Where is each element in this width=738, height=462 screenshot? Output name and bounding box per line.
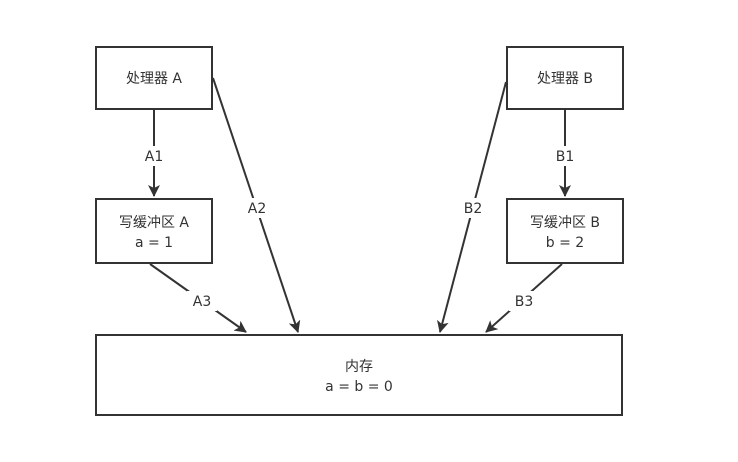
- write-buffer-b-title: 写缓冲区 B: [530, 215, 600, 231]
- edge-a1: A1: [140, 110, 170, 197]
- edge-a3: A3: [149, 263, 247, 333]
- write-buffer-a-box: 写缓冲区 A a = 1: [95, 198, 213, 264]
- write-buffer-b-rect: [506, 198, 624, 264]
- memory-title: 内存: [345, 359, 373, 375]
- processor-a-box: 处理器 A: [95, 46, 213, 110]
- processor-b-box: 处理器 B: [506, 46, 624, 110]
- edge-a1-label: A1: [145, 149, 163, 165]
- memory-rect: [95, 334, 623, 416]
- edge-a1-label-bg: [140, 146, 170, 166]
- write-buffer-a-title: 写缓冲区 A: [119, 215, 189, 231]
- edge-b2-label-bg: [458, 198, 488, 218]
- memory-value: a = b = 0: [325, 379, 393, 395]
- processor-b-label: 处理器 B: [537, 71, 593, 87]
- edge-b2-label: B2: [464, 201, 483, 217]
- edge-a2-label: A2: [248, 201, 266, 217]
- edge-b3-label: B3: [515, 294, 534, 310]
- write-buffer-b-value: b = 2: [546, 235, 584, 251]
- write-buffer-b-box: 写缓冲区 B b = 2: [506, 198, 624, 264]
- edge-b3: B3: [485, 263, 563, 333]
- edge-b3-label-bg: [509, 291, 539, 311]
- edge-a3-label: A3: [193, 294, 211, 310]
- write-buffer-a-rect: [95, 198, 213, 264]
- edge-b1-label: B1: [556, 149, 575, 165]
- edge-a2: A2: [212, 77, 301, 333]
- processor-a-label: 处理器 A: [126, 71, 182, 87]
- processor-a-rect: [95, 46, 213, 110]
- processor-b-rect: [506, 46, 624, 110]
- write-buffer-a-value: a = 1: [135, 235, 173, 251]
- edge-b1: B1: [551, 110, 581, 197]
- edge-b1-label-bg: [551, 146, 581, 166]
- memory-box: 内存 a = b = 0: [95, 334, 623, 416]
- edge-a3-label-bg: [187, 291, 217, 311]
- edge-a2-label-bg: [242, 198, 272, 218]
- edge-b2: B2: [437, 81, 507, 333]
